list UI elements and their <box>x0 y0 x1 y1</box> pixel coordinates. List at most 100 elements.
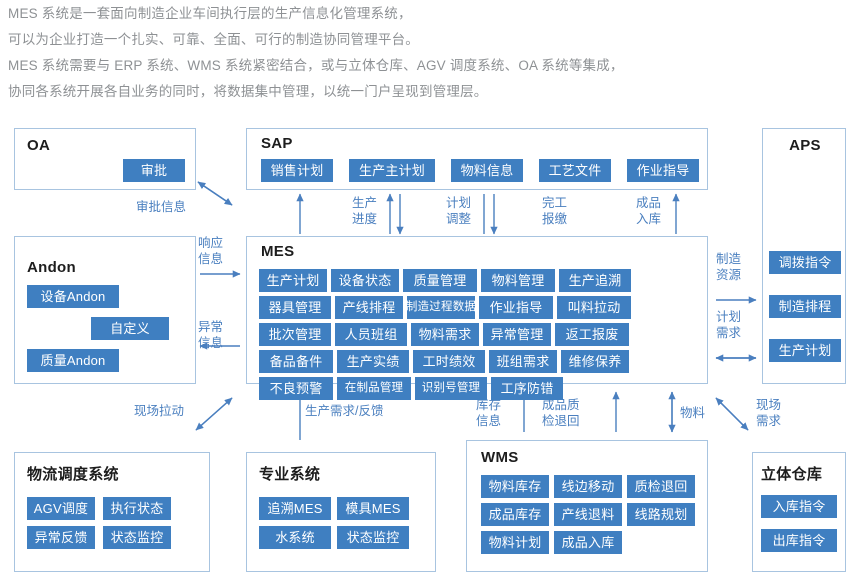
flow-label-site-pull: 现场拉动 <box>134 404 185 418</box>
chip-wms-material-plan[interactable]: 物料计划 <box>481 531 549 554</box>
chip-mes-wip-mgmt[interactable]: 在制品管理 <box>337 377 411 400</box>
chip-aps-prod-plan[interactable]: 生产计划 <box>769 339 841 362</box>
flow-label-material: 物料 <box>680 406 706 420</box>
box-title-wms: WMS <box>481 449 519 466</box>
flow-label-prod-progress-l1: 生产 <box>352 196 378 210</box>
chip-warehouse-outbound-order[interactable]: 出库指令 <box>761 529 837 552</box>
flow-label-plan-demand-l1: 计划 <box>716 310 742 324</box>
flow-label-fg-instock-l1: 成品 <box>636 196 662 210</box>
system-box-oa[interactable]: OA 审批 <box>14 128 196 190</box>
flow-label-stock-info-l2: 信息 <box>476 414 502 428</box>
chip-mes-rework-scrap[interactable]: 返工报废 <box>555 323 629 346</box>
chip-sap-work-instruction[interactable]: 作业指导 <box>627 159 699 182</box>
flow-label-response-info-l1: 响应 <box>198 236 224 250</box>
chip-mes-prod-trace[interactable]: 生产追溯 <box>559 269 631 292</box>
chip-wms-material-stock[interactable]: 物料库存 <box>481 475 549 498</box>
chip-mes-labor-efficiency[interactable]: 工时绩效 <box>413 350 485 373</box>
chip-aps-transfer-order[interactable]: 调拨指令 <box>769 251 841 274</box>
system-box-mes[interactable]: MES 生产计划 设备状态 质量管理 物料管理 生产追溯 器具管理 产线排程 制… <box>246 236 708 400</box>
system-box-warehouse[interactable]: 立体仓库 入库指令 出库指令 <box>752 452 846 572</box>
flow-label-prod-progress-l2: 进度 <box>352 212 378 226</box>
flow-label-prod-demand-feedback: 生产需求/反馈 <box>305 404 384 418</box>
chip-mes-spare-parts[interactable]: 备品备件 <box>259 350 333 373</box>
flow-label-stock-info-l1: 库存 <box>476 398 502 412</box>
chip-mes-material-demand[interactable]: 物料需求 <box>411 323 479 346</box>
chip-pro-status-monitor[interactable]: 状态监控 <box>337 526 409 549</box>
system-box-wms[interactable]: WMS 物料库存 线边移动 质检退回 成品库存 产线退料 线路规划 物料计划 成… <box>466 440 708 572</box>
system-box-professional[interactable]: 专业系统 追溯MES 模具MES 水系统 状态监控 <box>246 452 436 572</box>
chip-aps-mfg-schedule[interactable]: 制造排程 <box>769 295 841 318</box>
chip-mes-personnel-team[interactable]: 人员班组 <box>335 323 407 346</box>
chip-mes-tooling-mgmt[interactable]: 器具管理 <box>259 296 331 319</box>
chip-mes-work-instruction[interactable]: 作业指导 <box>479 296 553 319</box>
system-box-andon[interactable]: Andon 设备Andon 自定义 质量Andon <box>14 236 196 384</box>
chip-wms-route-plan[interactable]: 线路规划 <box>627 503 695 526</box>
box-title-professional: 专业系统 <box>259 466 321 483</box>
chip-warehouse-inbound-order[interactable]: 入库指令 <box>761 495 837 518</box>
chip-wms-fg-stock[interactable]: 成品库存 <box>481 503 549 526</box>
chip-mes-prod-plan[interactable]: 生产计划 <box>259 269 327 292</box>
chip-mes-maintenance[interactable]: 维修保养 <box>561 350 629 373</box>
chip-pro-trace-mes[interactable]: 追溯MES <box>259 497 331 520</box>
chip-mes-process-mistakeproof[interactable]: 工序防错 <box>491 377 563 400</box>
chip-logistics-exception-feedback[interactable]: 异常反馈 <box>27 526 95 549</box>
flow-label-plan-demand-l2: 需求 <box>716 326 742 340</box>
system-box-sap[interactable]: SAP 销售计划 生产主计划 物料信息 工艺文件 作业指导 <box>246 128 708 190</box>
flow-label-approval-info: 审批信息 <box>136 200 187 214</box>
flow-label-site-demand-l1: 现场 <box>756 398 782 412</box>
chip-pro-water-system[interactable]: 水系统 <box>259 526 331 549</box>
box-title-aps: APS <box>789 137 821 154</box>
chip-pro-mold-mes[interactable]: 模具MES <box>337 497 409 520</box>
flow-label-mfg-resource-l1: 制造 <box>716 252 742 266</box>
chip-mes-defect-alert[interactable]: 不良预警 <box>259 377 333 400</box>
chip-mes-material-call[interactable]: 叫料拉动 <box>557 296 631 319</box>
flow-label-exception-info-l2: 信息 <box>198 336 224 350</box>
connector-arrows <box>195 181 757 440</box>
flow-label-site-demand-l2: 需求 <box>756 414 782 428</box>
flow-label-mfg-resource-l2: 资源 <box>716 268 742 282</box>
chip-mes-batch-mgmt[interactable]: 批次管理 <box>259 323 331 346</box>
flow-label-fg-qc-return-l1: 成品质 <box>542 398 580 412</box>
box-title-warehouse: 立体仓库 <box>761 466 823 483</box>
flow-label-fg-qc-return-l2: 检退回 <box>542 414 580 428</box>
chip-mes-quality-mgmt[interactable]: 质量管理 <box>403 269 477 292</box>
chip-oa-approval[interactable]: 审批 <box>123 159 185 182</box>
chip-sap-master-prod-plan[interactable]: 生产主计划 <box>349 159 435 182</box>
chip-sap-process-doc[interactable]: 工艺文件 <box>539 159 611 182</box>
chip-mes-line-scheduling[interactable]: 产线排程 <box>335 296 403 319</box>
chip-mes-material-mgmt[interactable]: 物料管理 <box>481 269 555 292</box>
intro-line-2: 可以为企业打造一个扎实、可靠、全面、可行的制造协同管理平台。 <box>8 31 419 47</box>
chip-logistics-agv-dispatch[interactable]: AGV调度 <box>27 497 95 520</box>
box-title-logistics-dispatch: 物流调度系统 <box>27 466 119 483</box>
box-title-oa: OA <box>27 137 51 154</box>
chip-mes-prod-performance[interactable]: 生产实绩 <box>337 350 409 373</box>
flow-label-finish-report-l1: 完工 <box>542 196 568 210</box>
system-box-aps[interactable]: APS 调拨指令 制造排程 生产计划 <box>762 128 846 384</box>
intro-line-1: MES 系统是一套面向制造企业车间执行层的生产信息化管理系统， <box>8 6 412 21</box>
chip-sap-material-info[interactable]: 物料信息 <box>451 159 523 182</box>
intro-line-4: 协同各系统开展各自业务的同时，将数据集中管理，以统一门户呈现到管理层。 <box>8 83 488 99</box>
box-title-mes: MES <box>261 243 295 260</box>
system-box-logistics-dispatch[interactable]: 物流调度系统 AGV调度 执行状态 异常反馈 状态监控 <box>14 452 210 572</box>
chip-logistics-exec-status[interactable]: 执行状态 <box>103 497 171 520</box>
flow-label-exception-info-l1: 异常 <box>198 320 224 334</box>
chip-wms-qc-return[interactable]: 质检退回 <box>627 475 695 498</box>
chip-andon-quality[interactable]: 质量Andon <box>27 349 119 372</box>
intro-paragraph: MES 系统是一套面向制造企业车间执行层的生产信息化管理系统， 可以为企业打造一… <box>8 4 853 108</box>
chip-wms-line-return[interactable]: 产线退料 <box>554 503 622 526</box>
chip-mes-id-mgmt[interactable]: 识别号管理 <box>415 377 487 400</box>
box-title-sap: SAP <box>261 135 293 152</box>
chip-mes-team-demand[interactable]: 班组需求 <box>489 350 557 373</box>
chip-andon-custom[interactable]: 自定义 <box>91 317 169 340</box>
chip-mes-equipment-status[interactable]: 设备状态 <box>331 269 399 292</box>
chip-mes-process-data[interactable]: 制造过程数据 <box>406 296 476 319</box>
chip-wms-fg-instock[interactable]: 成品入库 <box>554 531 622 554</box>
chip-sap-sales-plan[interactable]: 销售计划 <box>261 159 333 182</box>
chip-andon-equipment[interactable]: 设备Andon <box>27 285 119 308</box>
chip-wms-line-side-move[interactable]: 线边移动 <box>554 475 622 498</box>
chip-logistics-status-monitor[interactable]: 状态监控 <box>103 526 171 549</box>
flow-label-finish-report-l2: 报缴 <box>542 212 568 226</box>
flow-label-response-info-l2: 信息 <box>198 252 224 266</box>
chip-mes-exception-mgmt[interactable]: 异常管理 <box>483 323 551 346</box>
